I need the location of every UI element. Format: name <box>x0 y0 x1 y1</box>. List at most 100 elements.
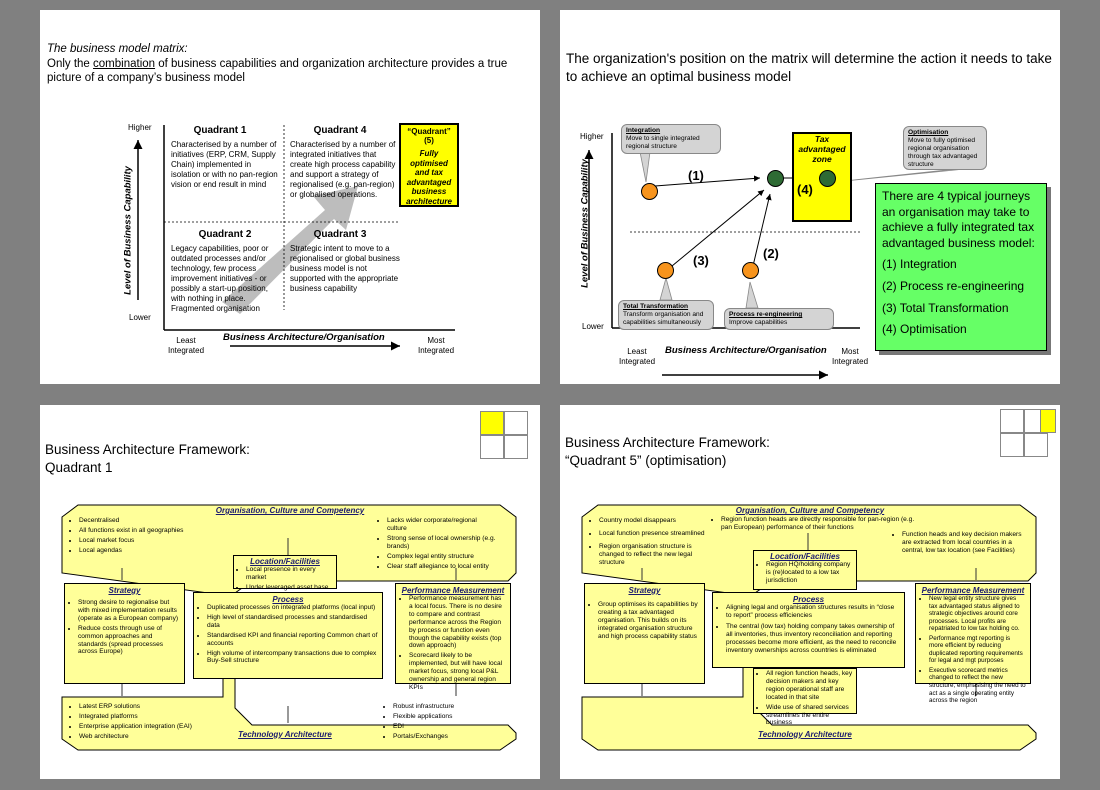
slide4-title-line1: Business Architecture Framework: <box>565 435 770 450</box>
s4-location-title: Location/Facilities <box>770 552 840 561</box>
integration-text: Move to single integrated regional struc… <box>626 134 700 150</box>
s3-location-list: Local presence in every market Under lev… <box>237 566 333 592</box>
integration-start-dot <box>641 183 658 200</box>
s3-tech-left-list: Latest ERP solutions Integrated platform… <box>70 703 219 743</box>
s3-performance-item: Performance measurement has a local focu… <box>409 595 506 650</box>
s4-location-item: Region HQ/holding company is (re)located… <box>766 561 853 585</box>
s4-process-item: Aligning legal and organisation structur… <box>726 604 900 620</box>
s4-strategy-list: Group optimises its capabilities by crea… <box>589 601 700 641</box>
s4-org-right-list: Function heads and key decision makers a… <box>893 531 1030 557</box>
slide3-title-line1: Business Architecture Framework: <box>45 442 250 457</box>
s4-process-item: The central (low tax) holding company ta… <box>726 623 900 655</box>
s4-process-sub-item: Wide use of shared services streamlines … <box>766 704 853 728</box>
slide3-title: Business Architecture Framework: Quadran… <box>45 441 250 476</box>
slide1-y-lower: Lower <box>129 313 151 322</box>
journey-item-optimisation: (4) Optimisation <box>882 322 967 337</box>
s3-strategy-list: Strong desire to regionalise but with mi… <box>69 599 180 656</box>
journey-item-reengineering: (2) Process re-engineering <box>882 278 1025 293</box>
s3-tech-right-item: EDI <box>393 723 503 731</box>
optimisation-text: Move to fully optimised regional organis… <box>908 136 978 168</box>
s4-org-mid-list: Region function heads are directly respo… <box>712 516 916 534</box>
quadrant5-box: “Quadrant” (5) Fully optimised and tax a… <box>399 123 459 207</box>
quadrant4-text: Characterised by a number of integrated … <box>290 140 396 199</box>
s3-org-right-item: Clear staff allegiance to local entity <box>387 563 497 571</box>
s3-process-box: Process Duplicated processes on integrat… <box>193 592 383 679</box>
s3-tech-left-item: Integrated platforms <box>79 713 219 721</box>
s3-process-item: High volume of intercompany transactions… <box>207 650 378 666</box>
slide2-y-higher: Higher <box>580 132 604 141</box>
s4-org-left-item: Local function presence streamlined <box>599 530 717 538</box>
s4-process-sub-item: All region function heads, key decision … <box>766 670 853 702</box>
journey-label-4: (4) <box>797 182 813 197</box>
s3-tech-right-list: Robust infrastructure Flexible applicati… <box>384 703 503 743</box>
slide3-frame-shape <box>61 504 517 751</box>
s3-strategy-title: Strategy <box>108 586 141 595</box>
optimisation-title: Optimisation <box>908 129 949 136</box>
s4-location-list: Region HQ/holding company is (re)located… <box>757 561 853 585</box>
slide2-title: The organization's position on the matri… <box>566 51 1052 84</box>
s3-location-box: Location/Facilities Local presence in ev… <box>233 555 337 592</box>
s3-org-right-item: Strong sense of local ownership (e.g. br… <box>387 535 497 551</box>
s4-performance-item: New legal entity structure gives tax adv… <box>929 595 1026 633</box>
slide-position-on-matrix: The organization's position on the matri… <box>560 10 1060 384</box>
slide1-x-axis-label: Business Architecture/Organisation <box>223 332 385 343</box>
s4-tech-title: Technology Architecture <box>758 730 852 739</box>
quadrant-indicator-q1 <box>480 411 528 459</box>
slide1-x-least: Least Integrated <box>167 336 205 355</box>
s3-tech-right-item: Robust infrastructure <box>393 703 503 711</box>
s3-org-left-item: All functions exist in all geographies <box>79 527 244 535</box>
s4-strategy-box: Strategy Group optimises its capabilitie… <box>584 583 705 684</box>
s4-process-box: Process Aligning legal and organisation … <box>712 592 905 668</box>
s4-process-list: Aligning legal and organisation structur… <box>717 604 900 654</box>
quadrant2-title: Quadrant 2 <box>198 229 252 240</box>
slide-framework-quadrant5: Business Architecture Framework: “Quadra… <box>560 405 1060 779</box>
quadrant5-text: Fully optimised and tax advantaged busin… <box>406 149 452 206</box>
slide4-title: Business Architecture Framework: “Quadra… <box>565 434 770 469</box>
slide1-y-axis-label: Level of Business Capability <box>122 166 134 295</box>
journey-item-integration: (1) Integration <box>882 257 957 272</box>
s3-location-item: Local presence in every market <box>246 566 333 582</box>
s3-tech-left-item: Latest ERP solutions <box>79 703 219 711</box>
reengineering-callout: Process re-engineering Improve capabilit… <box>724 308 834 330</box>
s3-org-left-list: Decentralised All functions exist in all… <box>70 517 244 557</box>
journeys-intro: There are 4 typical journeys an organisa… <box>882 189 1035 250</box>
s3-process-item: High level of standardised processes and… <box>207 614 378 630</box>
s3-performance-title: Performance Measurement <box>401 586 505 595</box>
reengineering-start-dot <box>742 262 759 279</box>
s3-tech-right-item: Flexible applications <box>393 713 503 721</box>
s3-process-title: Process <box>272 595 304 604</box>
slide4-title-line2: “Quadrant 5” (optimisation) <box>565 452 727 468</box>
total-text: Transform organisation and capabilities … <box>623 310 704 326</box>
slide1-y-higher: Higher <box>128 123 152 132</box>
slide2-y-lower: Lower <box>582 322 604 331</box>
s3-performance-item: Scorecard likely to be implemented, but … <box>409 652 506 692</box>
integration-title: Integration <box>626 127 661 134</box>
tax-zone-label: Tax advantaged zone <box>798 134 846 164</box>
quadrant3-text: Strategic intent to move to a regionalis… <box>290 244 400 293</box>
slide2-x-axis-label: Business Architecture/Organisation <box>665 345 827 356</box>
s3-org-left-item: Local market focus <box>79 537 244 545</box>
slide1-intro-italic: The business model matrix: <box>47 43 188 55</box>
integration-callout: Integration Move to single integrated re… <box>621 124 721 154</box>
journey-label-1: (1) <box>688 168 704 183</box>
slide1-intro: The business model matrix: Only the comb… <box>47 42 532 86</box>
journey-label-3: (3) <box>693 253 709 268</box>
slide1-x-most: Most Integrated <box>417 336 455 355</box>
s4-location-box: Location/Facilities Region HQ/holding co… <box>753 550 857 590</box>
s4-performance-title: Performance Measurement <box>921 586 1025 595</box>
s4-performance-item: Executive scorecard metrics changed to r… <box>929 667 1026 705</box>
slide1-intro-post: of business capabilities and organizatio… <box>47 57 508 85</box>
s3-strategy-item: Reduce costs through use of common appro… <box>78 625 180 657</box>
slide3-title-line2: Quadrant 1 <box>45 459 113 475</box>
s3-tech-left-item: Enterprise application integration (EAI) <box>79 723 219 731</box>
s4-org-right-item: Function heads and key decision makers a… <box>902 531 1030 555</box>
s3-org-right-item: Complex legal entity structure <box>387 553 497 561</box>
journeys-box: There are 4 typical journeys an organisa… <box>875 183 1047 351</box>
slide1-intro-pre: Only the <box>47 57 94 70</box>
quadrant-indicator-q5 <box>1000 409 1056 457</box>
journey-item-total-transformation: (3) Total Transformation <box>882 300 1009 315</box>
integrated-dot <box>767 170 784 187</box>
s3-org-title: Organisation, Culture and Competency <box>215 506 365 515</box>
slide1-intro-underlined: combination <box>93 57 156 70</box>
total-transformation-callout: Total Transformation Transform organisat… <box>618 300 714 330</box>
